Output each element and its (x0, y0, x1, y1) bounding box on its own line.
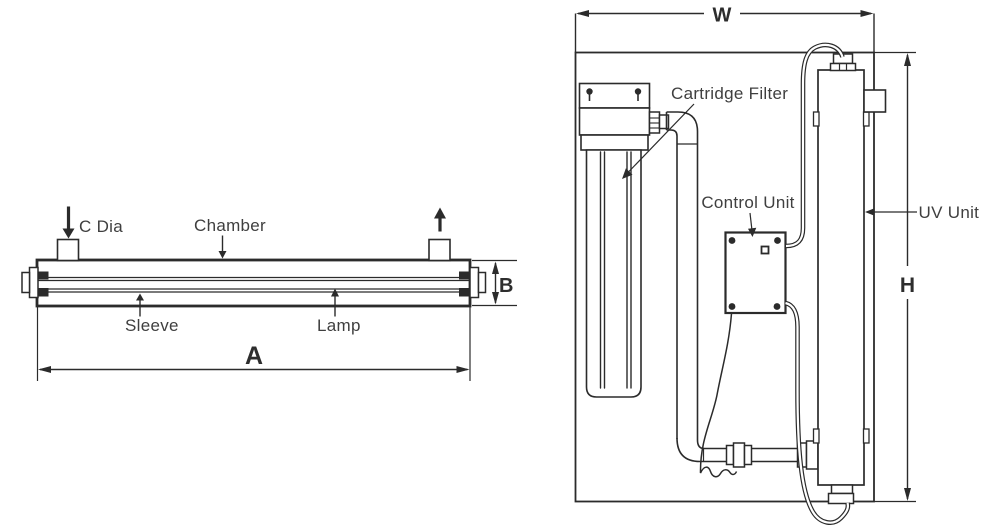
dimension-b-label: B (499, 275, 513, 297)
filter-collar (580, 134, 649, 151)
wall-mounted-installation-view: W H (574, 5, 980, 525)
chamber-body (35, 258, 472, 308)
uv-unit-bottom-cap (827, 484, 855, 505)
filter-bowl-inner-lines (599, 151, 632, 389)
control-unit-screw-icon (728, 303, 736, 310)
dimension-a-label: A (245, 342, 263, 370)
dimension-h-label: H (900, 274, 915, 297)
c-dia-label: C Dia (79, 217, 123, 236)
right-end-fitting (459, 266, 487, 299)
cartridge-filter-pointer-arrow-icon (622, 103, 695, 179)
control-unit-pointer-arrow-icon (748, 212, 757, 237)
upper-pipe-elbow (665, 111, 699, 145)
control-unit-screw-icon (773, 303, 781, 310)
uv-unit-wall-clamp (863, 89, 887, 113)
sleeve-and-lamp-lines (25, 276, 482, 293)
cables (699, 42, 851, 525)
left-end-fitting (21, 266, 49, 299)
uv-unit-top-cap (829, 53, 857, 72)
filter-head (578, 107, 651, 136)
control-unit-screw-icon (774, 237, 781, 244)
outlet-port (428, 238, 451, 262)
control-unit (724, 231, 787, 315)
uv-unit (812, 53, 887, 505)
inlet-port (56, 238, 80, 262)
cartridge-filter (578, 82, 670, 398)
dimension-a: A (36, 307, 471, 381)
lamp-pointer-arrow-icon (331, 288, 339, 317)
power-cord (699, 313, 738, 478)
filter-bowl (585, 149, 642, 398)
bracket-screw-icon (634, 88, 642, 101)
uv-unit-body (817, 69, 865, 486)
lamp-label: Lamp (317, 316, 361, 335)
uv-unit-side-tabs (812, 111, 870, 444)
outlet-flow-arrow-icon (434, 207, 446, 232)
pipe-union-fitting (725, 442, 753, 468)
sleeve-pointer-arrow-icon (136, 293, 144, 317)
sleeve-label: Sleeve (125, 316, 179, 335)
control-unit-indicator (760, 245, 770, 255)
dimension-b: B (472, 259, 517, 307)
chamber-pointer-arrow-icon (218, 235, 227, 259)
inlet-flow-arrow-icon (62, 206, 75, 239)
lamp-cable-bottom (784, 300, 851, 525)
dimension-h: H (874, 51, 916, 503)
uv-chamber-side-view: C Dia Chamber Sleeve Lamp A (21, 206, 517, 381)
uv-unit-pointer-arrow-icon (865, 208, 917, 216)
filter-outlet-stub (658, 114, 670, 130)
lamp-cable-top (785, 42, 845, 249)
control-unit-label: Control Unit (701, 193, 794, 212)
bracket-screw-icon (586, 88, 593, 101)
dimension-w-label: W (713, 5, 732, 27)
uv-unit-label: UV Unit (919, 203, 980, 222)
chamber-label: Chamber (194, 216, 266, 235)
control-unit-box (724, 231, 787, 315)
cartridge-filter-label: Cartridge Filter (671, 84, 788, 103)
control-unit-screw-icon (728, 237, 736, 244)
dimension-w: W (574, 5, 875, 53)
